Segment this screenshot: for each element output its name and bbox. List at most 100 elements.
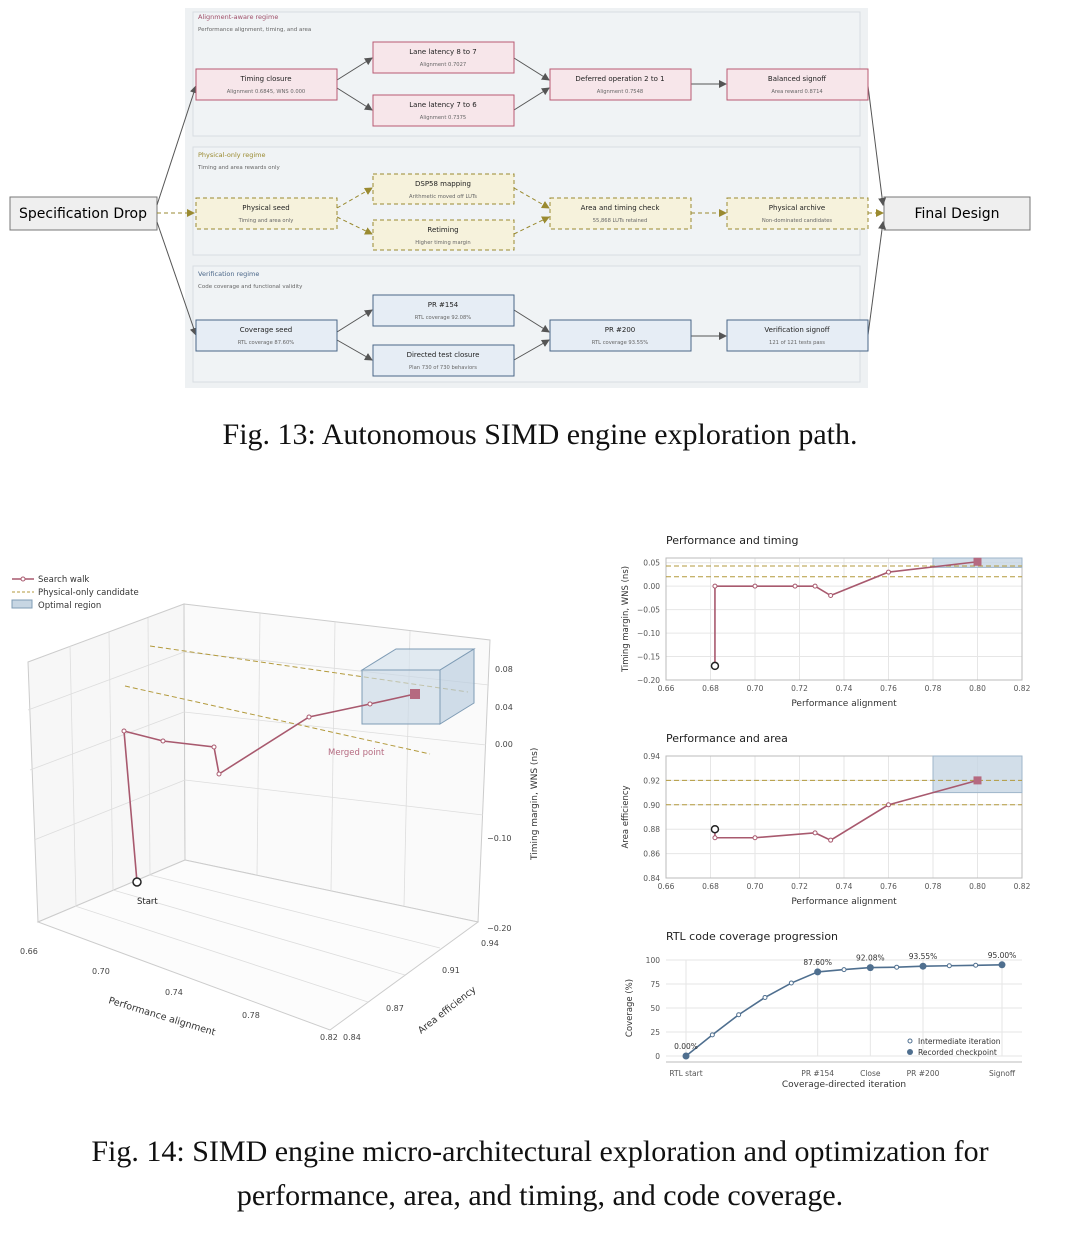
region-subtitle: Timing and area rewards only [197, 165, 280, 171]
edge [156, 221, 198, 336]
y-axis-label: Coverage (%) [625, 979, 635, 1037]
x-axis-label: Performance alignment [791, 897, 897, 907]
legend-search-walk: Search walk [38, 575, 89, 585]
caption-line: performance, area, and timing, and code … [236, 1179, 844, 1212]
intermediate-point [894, 964, 900, 970]
node-title: Coverage seed [240, 326, 292, 334]
node-title: Lane latency 8 to 7 [409, 48, 476, 56]
optimal-region [932, 755, 1023, 794]
y-tick: 0 [655, 1052, 660, 1061]
edge [867, 221, 887, 336]
x-tick: 0.78 [925, 882, 942, 891]
y-tick: 0.05 [643, 559, 660, 568]
walk-point [886, 802, 891, 808]
start-marker [710, 824, 720, 834]
walk-point [216, 771, 222, 777]
start-node [9, 196, 158, 231]
intermediate-point [973, 962, 979, 968]
checkpoint-point [998, 961, 1006, 969]
walk-point [752, 583, 758, 589]
walk-point [306, 714, 312, 720]
x-tick: 0.70 [92, 967, 110, 976]
x-axis-label: Performance alignment [107, 995, 217, 1038]
z-tick: 0.08 [495, 665, 513, 674]
node-subtitle: RTL coverage 87.60% [238, 340, 295, 346]
start-node-label: Specification Drop [19, 206, 147, 222]
x-tick: 0.76 [880, 882, 897, 891]
x-tick: 0.70 [747, 684, 764, 693]
checkpoint-label: 0.00% [674, 1042, 698, 1051]
node-subtitle: Arithmetic moved off LUTs [409, 194, 477, 200]
node-subtitle: 55,868 LUTs retained [593, 218, 648, 224]
physical-only-line [124, 685, 431, 755]
walk-point [367, 701, 373, 707]
node-subtitle: Alignment 0.7027 [420, 62, 466, 68]
search-walk-line [123, 693, 416, 883]
y-tick: 75 [650, 980, 660, 989]
node-subtitle: Plan 730 of 730 behaviors [409, 365, 477, 371]
node [195, 68, 338, 101]
optimal-marker [973, 557, 982, 566]
node-subtitle: Alignment 0.7548 [597, 89, 643, 95]
checkpoint-label: 93.55% [909, 952, 938, 961]
intermediate-point [762, 994, 768, 1000]
x-tick: 0.74 [836, 882, 853, 891]
x-tick: 0.82 [1014, 882, 1031, 891]
checkpoint-point [866, 964, 874, 972]
region-title: Physical-only regime [198, 151, 266, 159]
node-title: Timing closure [239, 75, 291, 83]
z-axis-label: Timing margin, WNS (ns) [530, 748, 540, 861]
edge [867, 85, 887, 206]
node-subtitle: RTL coverage 92.08% [415, 315, 472, 321]
walk-points [121, 701, 373, 777]
node [372, 94, 515, 127]
node [726, 68, 869, 101]
chart-3d: Search walk Physical-only candidate Opti… [11, 575, 540, 1042]
node [372, 344, 515, 377]
node-title: Physical archive [769, 204, 825, 212]
checkpoint-point [682, 1052, 690, 1060]
x-tick: 0.80 [969, 684, 986, 693]
checkpoint-point [919, 962, 927, 970]
x-tick: RTL start [669, 1069, 702, 1078]
x-tick: 0.82 [1014, 684, 1031, 693]
x-tick: Close [860, 1069, 881, 1078]
x-tick: 0.68 [702, 684, 719, 693]
edge [336, 339, 373, 361]
legend-intermediate: Intermediate iteration [918, 1037, 1001, 1046]
start-label: Start [137, 897, 158, 907]
y-tick: 0.90 [643, 801, 660, 810]
merged-point-label: Merged point [328, 748, 385, 758]
x-tick: 0.72 [791, 882, 808, 891]
y-tick: −0.05 [637, 606, 660, 615]
legend-optimal-region: Optimal region [38, 601, 101, 611]
node [726, 319, 869, 352]
intermediate-point [841, 967, 847, 973]
node [372, 41, 515, 74]
walk-point [211, 744, 217, 750]
y-tick: 100 [646, 956, 661, 965]
chart-coverage-progression: RTL code coverage progression1007550250R… [625, 930, 1022, 1090]
x-tick: 0.72 [791, 684, 808, 693]
y-tick: −0.20 [637, 676, 660, 685]
checkpoint-label: 95.00% [988, 951, 1017, 960]
edge [513, 87, 550, 111]
walk-point [121, 728, 127, 734]
node-title: PR #154 [428, 301, 459, 309]
x-tick: 0.70 [747, 882, 764, 891]
region-title: Verification regime [198, 270, 259, 278]
node [195, 319, 338, 352]
plot-frame [665, 557, 1023, 681]
walk-point [828, 593, 834, 599]
x-tick: 0.82 [320, 1033, 338, 1042]
node-title: Directed test closure [407, 351, 480, 359]
x-tick: 0.68 [702, 882, 719, 891]
intermediate-point [946, 963, 952, 969]
x-tick: 0.74 [165, 988, 183, 997]
legend: Search walk Physical-only candidate Opti… [11, 575, 139, 611]
node-title: Balanced signoff [768, 75, 826, 83]
walk-point [752, 835, 758, 841]
node-subtitle: 121 of 121 tests pass [769, 340, 825, 346]
y-tick: 25 [650, 1028, 660, 1037]
